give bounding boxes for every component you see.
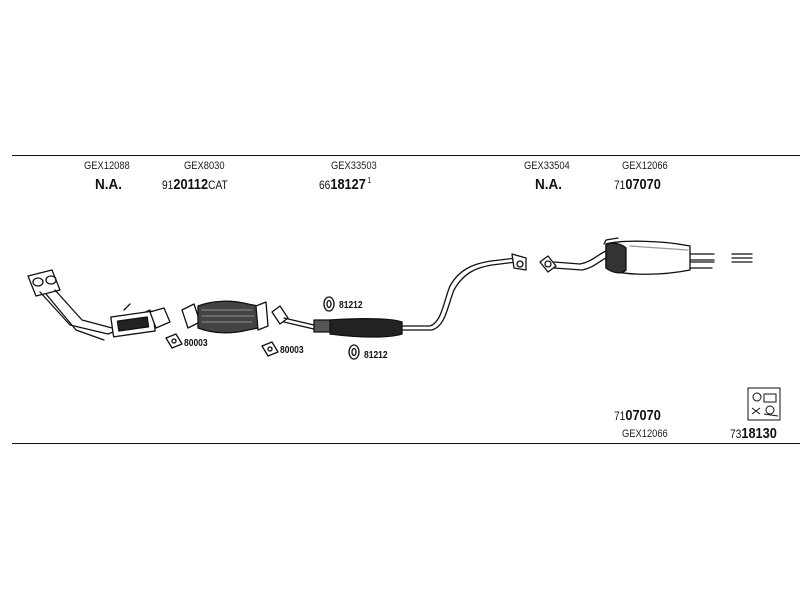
front-pipe-drawing	[27, 269, 171, 341]
part-main: 07070	[625, 407, 661, 424]
ring-81212-icon	[323, 296, 335, 312]
part-number: 7107070	[614, 407, 661, 424]
part-prefix: 73	[730, 427, 742, 441]
front-silencer-drawing	[271, 253, 527, 338]
catalytic-converter-drawing	[181, 300, 269, 334]
part-prefix: 71	[614, 409, 626, 423]
code-label: GEX8030	[184, 160, 225, 172]
tailpipe-clip-icon	[731, 253, 753, 263]
gasket-label: 80003	[184, 338, 208, 349]
bottom-divider	[12, 443, 800, 444]
not-available-label: N.A.	[535, 176, 562, 193]
part-suffix: CAT	[208, 178, 228, 192]
part-number: 9120112CAT	[162, 176, 228, 193]
part-main: 18127	[330, 176, 366, 193]
gasket-80003-icon	[165, 333, 183, 349]
part-main: 18130	[741, 425, 777, 442]
part-prefix: 71	[614, 178, 626, 192]
part-number: 7318130	[730, 425, 777, 442]
gasket-label: 80003	[280, 345, 304, 356]
gasket-80003-icon	[261, 341, 279, 357]
not-available-label: N.A.	[95, 176, 122, 193]
code-label: GEX33504	[524, 160, 570, 172]
code-label: GEX33503	[331, 160, 377, 172]
rear-silencer-drawing	[539, 237, 715, 275]
code-label: GEX12066	[622, 160, 668, 172]
part-number: 7107070	[614, 176, 661, 193]
part-superscript: 1	[367, 176, 372, 185]
part-prefix: 66	[319, 178, 331, 192]
part-prefix: 91	[162, 178, 174, 192]
ring-81212-icon	[348, 344, 360, 360]
code-label: GEX12066	[622, 428, 668, 440]
code-label: GEX12088	[84, 160, 130, 172]
part-main: 20112	[173, 176, 209, 193]
ring-label: 81212	[339, 300, 363, 311]
ring-label: 81212	[364, 350, 388, 361]
top-divider	[12, 155, 800, 156]
mounting-kit-icon	[747, 387, 781, 421]
part-main: 07070	[625, 176, 661, 193]
